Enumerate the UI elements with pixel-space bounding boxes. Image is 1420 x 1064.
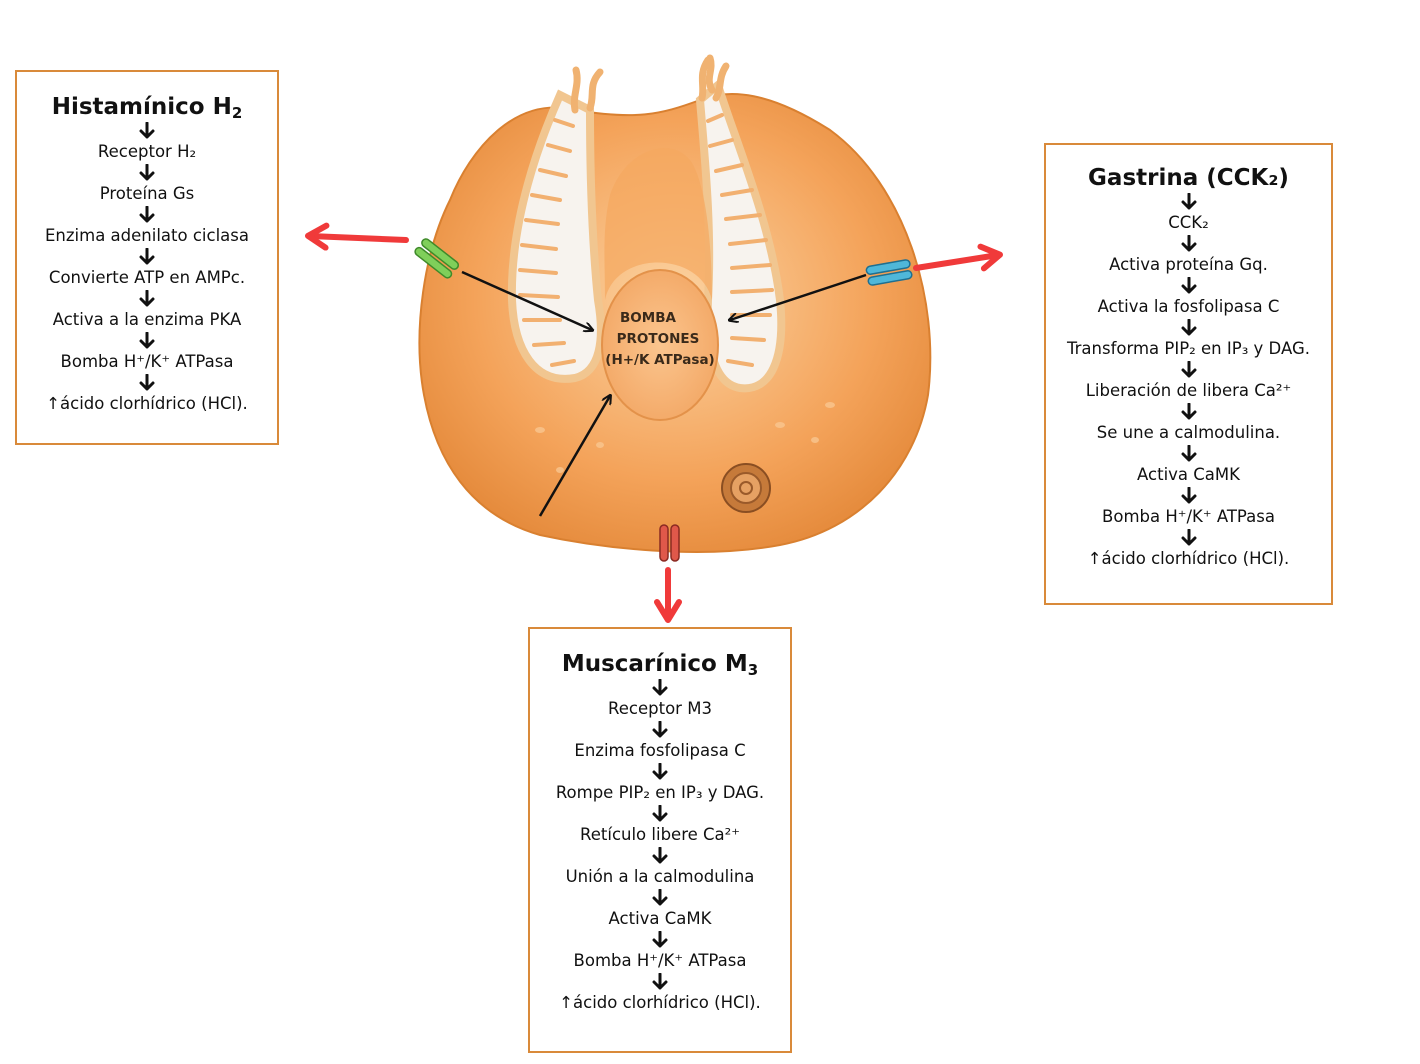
m3-title: Muscarínico M3 (561, 651, 759, 679)
h2-step: Bomba H⁺/K⁺ ATPasa (60, 352, 234, 371)
right-canaliculus (695, 78, 786, 393)
down-arrow-icon (1181, 277, 1196, 294)
cck2-step: Activa CaMK (1137, 465, 1240, 484)
h2-step: ↑ácido clorhídrico (HCl). (46, 394, 248, 413)
cck2-to-pump-arrow (730, 273, 867, 320)
h2-steps: Receptor H₂ Proteína Gs Enzima adenilato c… (17, 122, 277, 416)
pump-label-3: (H+/K ATPasa) (605, 352, 714, 368)
down-arrow-icon (139, 374, 155, 391)
h2-step: Proteína Gs (99, 184, 195, 203)
cck2-steps: CCK₂ Activa proteína Gq. Activa la fosfoli… (1046, 193, 1331, 571)
cck2-title: Gastrina (CCK₂) (1088, 165, 1289, 191)
left-canaliculus (507, 89, 605, 383)
m3-receptor-bar-2 (659, 524, 669, 562)
down-arrow-icon (1181, 319, 1196, 336)
h2-receptor-bar-2 (414, 246, 453, 279)
proton-pump (601, 269, 719, 421)
cck2-step: Activa la fosfolipasa C (1097, 297, 1280, 316)
microvilli (518, 113, 774, 367)
m3-step: ↑ácido clorhídrico (HCl). (559, 993, 761, 1012)
down-arrow-icon (652, 721, 668, 738)
pump-label-2: PROTONES (617, 331, 700, 347)
down-arrow-icon (139, 290, 155, 307)
cck2-receptor-bar-2 (867, 270, 913, 286)
h2-to-pump-arrow (461, 270, 592, 330)
cck2-step: Liberación de libera Ca²⁺ (1085, 381, 1292, 400)
h2-receptor-icon (414, 238, 460, 279)
m3-receptor-bar-1 (670, 524, 680, 562)
down-arrow-icon (652, 931, 668, 948)
h2-step: Convierte ATP en AMPc. (48, 268, 246, 287)
down-arrow-icon (652, 973, 668, 990)
down-arrow-icon (139, 164, 155, 181)
m3-step: Bomba H⁺/K⁺ ATPasa (573, 951, 747, 970)
down-arrow-icon (652, 805, 668, 822)
m3-step: Rompe PIP₂ en IP₃ y DAG. (555, 783, 765, 802)
m3-step: Enzima fosfolipasa C (574, 741, 746, 760)
h2-title: Histamínico H2 (51, 94, 243, 122)
down-arrow-icon (139, 206, 155, 223)
h2-receptor-bar-1 (421, 238, 460, 270)
cck2-step: Transforma PIP₂ en IP₃ y DAG. (1066, 339, 1311, 358)
vesicles (535, 402, 835, 473)
down-arrow-icon (1181, 529, 1196, 546)
h2-pathway-box: Histamínico H2 Receptor H₂ Proteína Gs Enz… (15, 70, 279, 445)
cck2-signal-arrow (913, 243, 1003, 272)
down-arrow-icon (652, 679, 668, 696)
down-arrow-icon (652, 847, 668, 864)
cck2-step: CCK₂ (1168, 213, 1209, 232)
cck2-pathway-box: Gastrina (CCK₂) CCK₂ Activa proteína Gq. A… (1044, 143, 1333, 605)
down-arrow-icon (139, 332, 155, 349)
down-arrow-icon (1181, 445, 1196, 462)
apical-projections (570, 54, 730, 114)
h2-step: Receptor H₂ (97, 142, 197, 161)
cck2-step: Activa proteína Gq. (1109, 255, 1268, 274)
h2-step: Enzima adenilato ciclasa (45, 226, 249, 245)
cck2-receptor-icon (865, 259, 913, 286)
pump-label-1: BOMBA (620, 310, 676, 326)
h2-step: Activa a la enzima PKA (52, 310, 242, 329)
down-arrow-icon (652, 763, 668, 780)
down-arrow-icon (1181, 235, 1196, 252)
m3-receptor-icon (659, 524, 680, 562)
down-arrow-icon (139, 248, 155, 265)
cck2-receptor-bar-1 (865, 259, 911, 275)
h2-signal-arrow (305, 222, 409, 251)
m3-step: Retículo libere Ca²⁺ (580, 825, 740, 844)
m3-to-pump-arrow (538, 396, 610, 517)
down-arrow-icon (1181, 193, 1196, 210)
m3-step: Activa CaMK (608, 909, 712, 928)
cck2-step: Se une a calmodulina. (1096, 423, 1281, 442)
down-arrow-icon (1181, 403, 1196, 420)
cck2-step: ↑ácido clorhídrico (HCl). (1087, 549, 1290, 568)
m3-pathway-box: Muscarínico M3 Receptor M3 Enzima fosfoli… (528, 627, 792, 1053)
down-arrow-icon (139, 122, 155, 139)
down-arrow-icon (1181, 487, 1196, 504)
m3-step: Receptor M3 (608, 699, 712, 718)
central-lobe (604, 147, 712, 300)
down-arrow-icon (1181, 361, 1196, 378)
m3-steps: Receptor M3 Enzima fosfolipasa C Rompe PIP… (530, 679, 790, 1015)
down-arrow-icon (652, 889, 668, 906)
m3-step: Unión a la calmodulina (565, 867, 755, 886)
cck2-step: Bomba H⁺/K⁺ ATPasa (1102, 507, 1275, 526)
